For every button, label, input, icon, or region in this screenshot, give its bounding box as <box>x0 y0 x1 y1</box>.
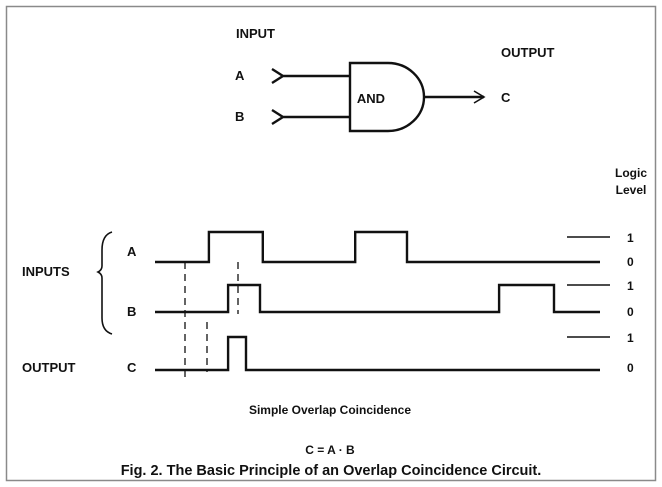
and-gate-body <box>348 61 426 133</box>
timing-title: Simple Overlap Coincidence <box>249 403 411 417</box>
signal-a-label: A <box>127 244 137 259</box>
gate-input-b-wire <box>271 108 350 126</box>
gate-input-b-label: B <box>235 109 244 124</box>
signal-a-waveform <box>155 230 600 264</box>
gate-output-arrowhead <box>473 90 486 104</box>
signal-b-low-level: 0 <box>627 305 634 319</box>
gate-label: AND <box>357 91 385 106</box>
gate-output-c-label: C <box>501 90 511 105</box>
inputs-label: INPUTS <box>22 264 70 279</box>
output-heading: OUTPUT <box>501 45 555 60</box>
signal-b-label: B <box>127 304 136 319</box>
logic-level-heading-1: Logic <box>615 166 647 180</box>
logic-level-heading-2: Level <box>616 183 647 197</box>
and-gate-schematic: INPUT OUTPUT A B AND C <box>235 26 555 133</box>
signal-b-high-level: 1 <box>627 279 634 293</box>
signal-b-waveform <box>155 283 600 314</box>
signal-c-label: C <box>127 360 137 375</box>
figure-caption: Fig. 2. The Basic Principle of an Overla… <box>121 463 542 479</box>
signal-c-waveform <box>155 335 600 372</box>
inputs-brace <box>96 231 113 335</box>
signal-a-high-level: 1 <box>627 231 634 245</box>
coincidence-equation: C = A · B <box>305 443 355 457</box>
signal-a-low-level: 0 <box>627 255 634 269</box>
signal-c-high-level: 1 <box>627 331 634 345</box>
gate-input-a-wire <box>271 67 350 85</box>
input-heading: INPUT <box>236 26 275 41</box>
gate-input-a-label: A <box>235 68 245 83</box>
timing-diagram: Logic Level INPUTS OUTPUT A B C 1 0 1 0 … <box>22 166 647 457</box>
signal-c-low-level: 0 <box>627 361 634 375</box>
output-row-label: OUTPUT <box>22 360 76 375</box>
figure-frame <box>5 5 657 482</box>
